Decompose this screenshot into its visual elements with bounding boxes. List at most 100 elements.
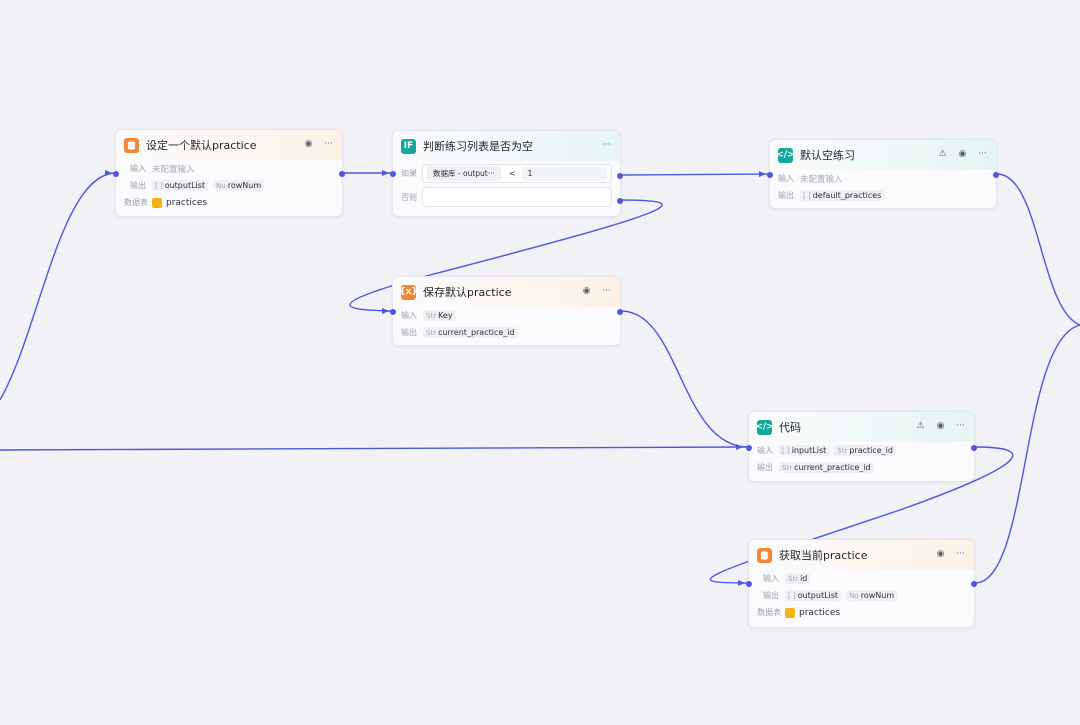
output-port[interactable] xyxy=(339,171,345,177)
edge-start-to-code xyxy=(0,446,747,451)
more-options-icon[interactable]: ··· xyxy=(956,549,965,559)
output-row: 输出 [ ]default_practices xyxy=(770,187,996,204)
input-port[interactable] xyxy=(390,171,396,177)
node-header: </> 默认空练习 ⚠ ◉ ··· xyxy=(770,140,996,170)
run-node-icon[interactable]: ◉ xyxy=(582,286,591,296)
edge-get-current-to-end xyxy=(974,324,1080,584)
output-port[interactable] xyxy=(971,581,977,587)
if-label: 如果 xyxy=(401,169,417,178)
input-port[interactable] xyxy=(390,309,396,315)
edge-if-true-to-default-empty xyxy=(620,173,770,176)
table-row: 数据表 practices xyxy=(116,194,342,211)
edge-start-to-set-default xyxy=(0,172,116,401)
edge-save-default-to-code xyxy=(620,310,749,448)
input-param: [ ]inputList xyxy=(779,445,830,456)
variable-icon: {x} xyxy=(399,284,418,300)
output-param: [ ]outputList xyxy=(152,180,209,191)
if-output-port[interactable] xyxy=(617,173,623,179)
input-row: 输入 未配置输入 xyxy=(770,170,996,187)
output-port[interactable] xyxy=(993,172,999,178)
table-label: 数据表 xyxy=(124,198,148,207)
database-icon xyxy=(124,137,139,153)
more-options-icon[interactable]: ··· xyxy=(602,140,611,150)
more-options-icon[interactable]: ··· xyxy=(602,286,611,296)
table-icon xyxy=(152,197,162,208)
if-icon: IF xyxy=(401,138,416,154)
code-icon: </> xyxy=(776,147,795,163)
input-label: 输入 xyxy=(401,311,417,320)
input-label: 输入 xyxy=(778,174,794,183)
else-label: 否则 xyxy=(401,192,417,202)
node-title: 判断练习列表是否为空 xyxy=(423,140,533,153)
node-title: 代码 xyxy=(779,421,801,434)
input-label: 输入 xyxy=(763,574,779,583)
else-output-port[interactable] xyxy=(617,198,623,204)
input-port[interactable] xyxy=(767,172,773,178)
node-title: 设定一个默认practice xyxy=(146,139,257,152)
warning-icon[interactable]: ⚠ xyxy=(916,421,925,431)
table-label: 数据表 xyxy=(757,608,781,617)
condition-operator: < xyxy=(508,169,516,178)
node-header: IF 判断练习列表是否为空 ··· xyxy=(393,131,620,161)
input-port[interactable] xyxy=(746,445,752,451)
node-header: 设定一个默认practice ◉ ··· xyxy=(116,130,342,160)
input-row: 输入 未配置输入 xyxy=(116,160,342,177)
run-node-icon[interactable]: ◉ xyxy=(936,421,945,431)
more-options-icon[interactable]: ··· xyxy=(956,421,965,431)
database-icon xyxy=(757,547,772,563)
condition-box[interactable]: 数据库 - output··· < 1 xyxy=(422,164,612,183)
node-header: {x} 保存默认practice ◉ ··· xyxy=(393,277,620,307)
more-options-icon[interactable]: ··· xyxy=(978,149,987,159)
input-label: 输入 xyxy=(757,446,773,455)
input-value: 未配置输入 xyxy=(152,164,195,175)
output-param: [ ]default_practices xyxy=(800,190,885,201)
input-port[interactable] xyxy=(113,171,119,177)
node-title: 默认空练习 xyxy=(800,149,855,162)
output-label: 输出 xyxy=(130,181,146,190)
input-value: 未配置输入 xyxy=(800,174,843,185)
table-icon xyxy=(785,607,795,618)
run-node-icon[interactable]: ◉ xyxy=(958,149,967,159)
table-tag: practices xyxy=(785,607,840,618)
table-tag: practices xyxy=(152,197,207,208)
run-node-icon[interactable]: ◉ xyxy=(936,549,945,559)
input-port[interactable] xyxy=(746,581,752,587)
output-label: 输出 xyxy=(757,463,773,472)
input-label: 输入 xyxy=(130,164,146,173)
warning-icon[interactable]: ⚠ xyxy=(938,149,947,159)
condition-value: 1 xyxy=(521,166,607,181)
output-port[interactable] xyxy=(617,309,623,315)
node-default-empty-practice[interactable]: </> 默认空练习 ⚠ ◉ ··· 输入 未配置输入 输出 [ ]default… xyxy=(767,139,999,209)
node-title: 保存默认practice xyxy=(423,286,512,299)
output-port[interactable] xyxy=(971,445,977,451)
node-header: 获取当前practice ◉ ··· xyxy=(749,540,974,570)
else-box[interactable] xyxy=(422,187,612,207)
run-node-icon[interactable]: ◉ xyxy=(304,139,313,149)
code-icon: </> xyxy=(755,419,774,435)
more-options-icon[interactable]: ··· xyxy=(324,139,333,149)
node-header: </> 代码 ⚠ ◉ ··· xyxy=(749,412,974,442)
output-label: 输出 xyxy=(401,328,417,337)
node-if-empty-check[interactable]: IF 判断练习列表是否为空 ··· 如果 数据库 - output··· < 1… xyxy=(390,130,623,217)
edge-if-else-to-save-default xyxy=(349,199,663,312)
node-set-default-practice[interactable]: 设定一个默认practice ◉ ··· 输入 未配置输入 输出 [ ]outp… xyxy=(113,129,345,217)
condition-left: 数据库 - output··· xyxy=(427,166,501,181)
edge-default-empty-to-end xyxy=(996,173,1080,326)
edge-code-to-get-current xyxy=(709,446,1014,584)
